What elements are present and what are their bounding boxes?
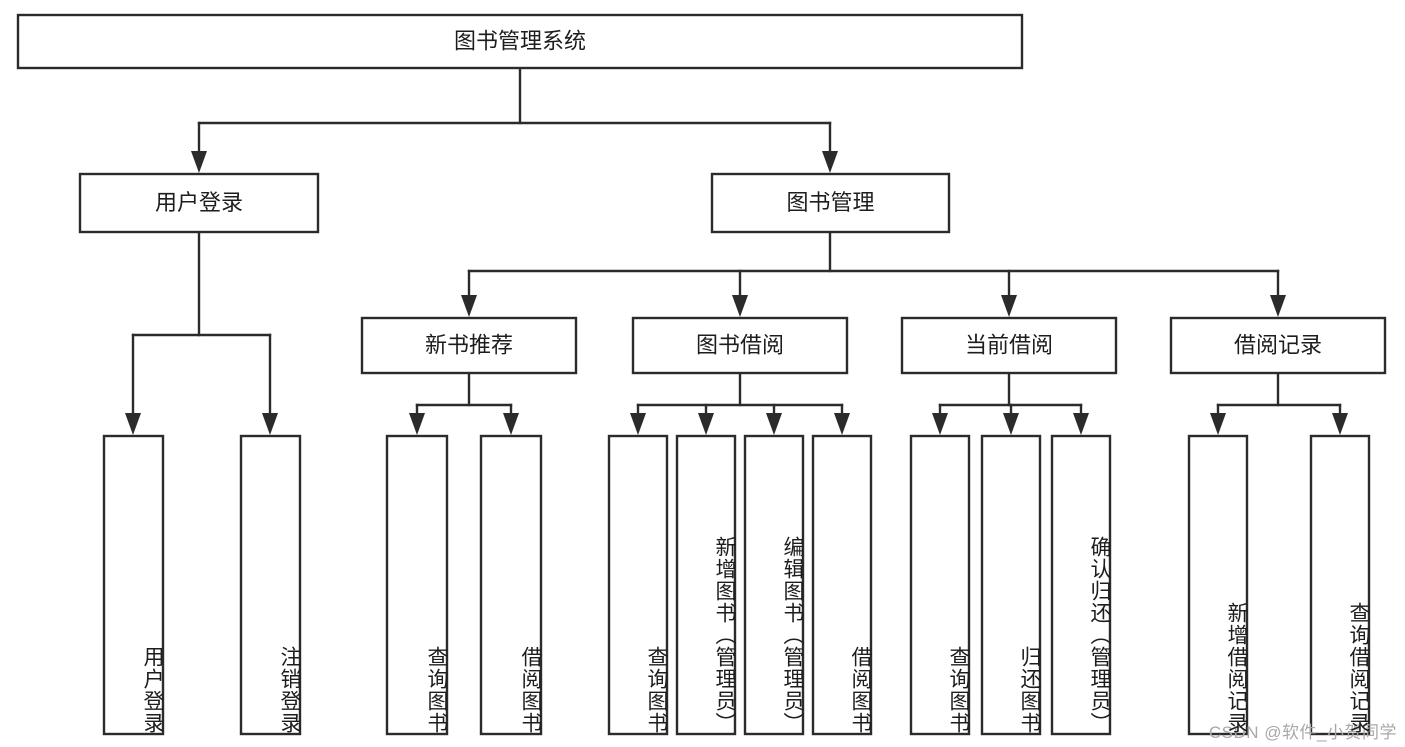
arrow-head-icon: [262, 413, 278, 435]
node-box-leaf-borrow-book-1[interactable]: [479, 434, 543, 736]
node-box-leaf-logout[interactable]: [239, 434, 302, 736]
node-box-leaf-edit-book[interactable]: [743, 434, 805, 736]
arrow-head-icon: [932, 413, 948, 435]
arrow-head-icon: [766, 413, 782, 435]
node-label-user-login: 用户登录: [155, 190, 243, 215]
node-box-new-book-rec[interactable]: [360, 316, 578, 375]
connector-group-root: [191, 66, 838, 173]
watermark-text: CSDN @软件_小贺同学: [1208, 723, 1397, 742]
arrow-head-icon: [125, 413, 141, 435]
node-box-borrow-record[interactable]: [1169, 316, 1387, 375]
arrow-head-icon: [1001, 295, 1017, 317]
node-box-leaf-query-book-1[interactable]: [385, 434, 449, 736]
connector-group-book_mgmt: [461, 230, 1286, 317]
node-box-root[interactable]: [16, 13, 1024, 70]
arrow-head-icon: [834, 413, 850, 435]
node-box-leaf-confirm-return[interactable]: [1050, 434, 1112, 736]
node-box-book-borrow[interactable]: [631, 316, 849, 375]
node-label-borrow-record: 借阅记录: [1234, 332, 1322, 357]
node-box-leaf-borrow-book-2[interactable]: [811, 434, 873, 736]
node-label-book-mgmt: 图书管理: [786, 190, 874, 215]
arrow-head-icon: [191, 151, 207, 173]
node-box-leaf-user-login[interactable]: [102, 434, 165, 736]
arrow-head-icon: [630, 413, 646, 435]
arrow-head-icon: [822, 151, 838, 173]
arrow-head-icon: [1073, 413, 1089, 435]
node-label-new-book-rec: 新书推荐: [425, 332, 513, 357]
connector-group-new_book_rec: [409, 371, 519, 435]
node-box-leaf-query-book-3[interactable]: [909, 434, 971, 736]
node-box-current-borrow[interactable]: [900, 316, 1118, 375]
connector-group-book_borrow: [630, 371, 850, 435]
arrow-head-icon: [698, 413, 714, 435]
arrow-head-icon: [461, 295, 477, 317]
arrow-head-icon: [1332, 413, 1348, 435]
connector-group-user_login: [125, 230, 278, 435]
node-label-current-borrow: 当前借阅: [965, 332, 1053, 357]
node-box-leaf-query-record[interactable]: [1309, 434, 1371, 736]
arrow-head-icon: [503, 413, 519, 435]
connector-group-current_borrow: [932, 371, 1089, 435]
arrow-head-icon: [732, 295, 748, 317]
node-box-leaf-add-book[interactable]: [675, 434, 737, 736]
arrow-head-icon: [409, 413, 425, 435]
node-label-root: 图书管理系统: [454, 28, 586, 53]
node-box-book-mgmt[interactable]: [710, 172, 951, 234]
connector-group-borrow_record: [1210, 371, 1348, 435]
arrow-head-icon: [1270, 295, 1286, 317]
node-box-leaf-return-book[interactable]: [980, 434, 1042, 736]
node-box-leaf-add-record[interactable]: [1187, 434, 1249, 736]
node-label-book-borrow: 图书借阅: [696, 332, 784, 357]
arrow-head-icon: [1003, 413, 1019, 435]
arrow-head-icon: [1210, 413, 1226, 435]
node-box-user-login[interactable]: [78, 172, 320, 234]
node-box-leaf-query-book-2[interactable]: [607, 434, 669, 736]
